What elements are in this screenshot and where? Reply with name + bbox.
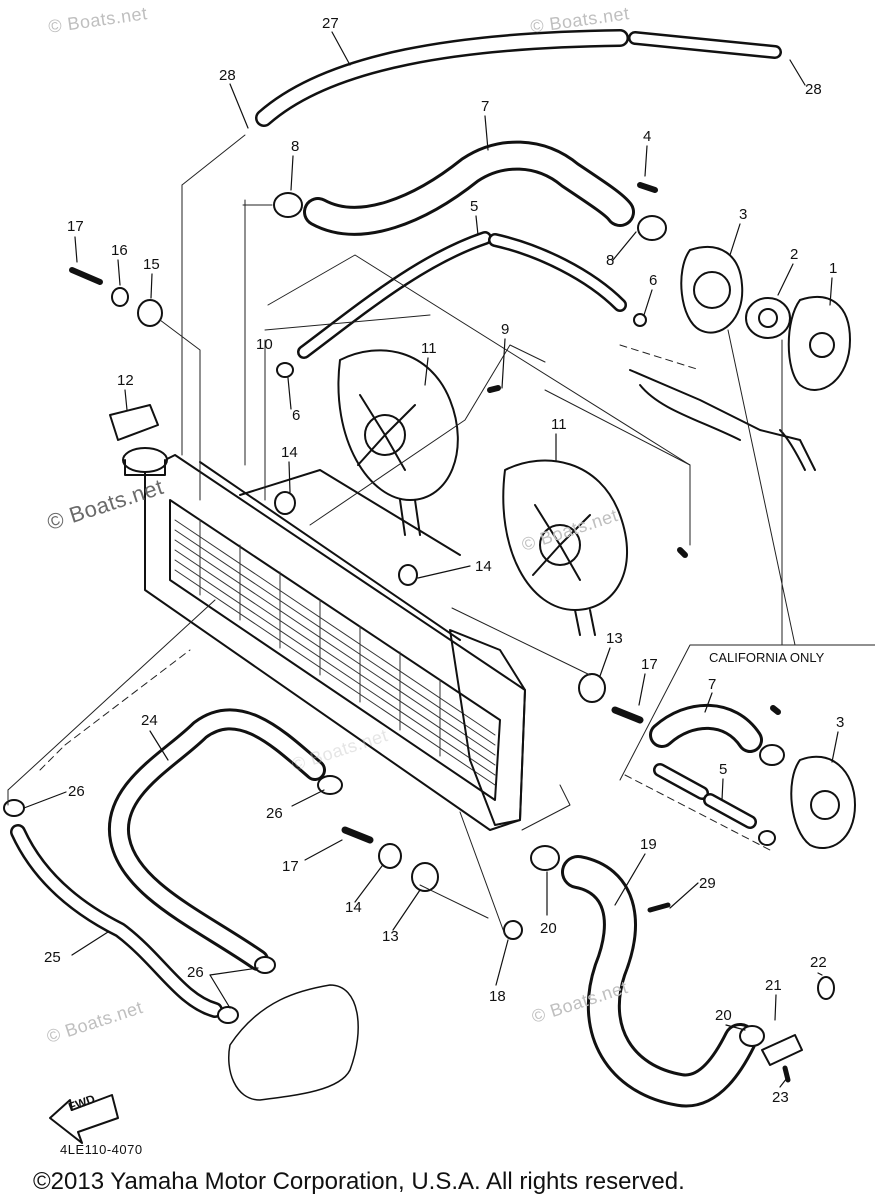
calif-thermostat-cover-3 — [790, 755, 856, 850]
callout-7: 7 — [708, 676, 716, 693]
callout-6: 6 — [292, 407, 300, 424]
callout-18: 18 — [489, 988, 506, 1005]
fan-upper — [337, 349, 459, 536]
callout-7: 7 — [481, 98, 489, 115]
callout-6: 6 — [649, 272, 657, 289]
callout-8: 8 — [291, 138, 299, 155]
hose-7 — [303, 140, 635, 236]
thermostat-cover-3 — [680, 245, 744, 334]
calif-hose-5 — [653, 763, 757, 829]
clamps — [3, 192, 785, 1047]
thermostat-2 — [745, 297, 791, 339]
hose-5 — [297, 231, 627, 359]
california-only-label: CALIFORNIA ONLY — [709, 650, 825, 665]
callout-26: 26 — [68, 783, 85, 800]
callout-3: 3 — [739, 206, 747, 223]
callout-20: 20 — [715, 1007, 732, 1024]
callout-10: 10 — [256, 336, 273, 353]
callout-26: 26 — [266, 805, 283, 822]
callout-14: 14 — [345, 899, 362, 916]
leader-lines — [7, 134, 875, 936]
diagram-part-code: 4LE110-4070 — [60, 1142, 143, 1157]
copyright-notice: ©2013 Yamaha Motor Corporation, U.S.A. A… — [33, 1168, 685, 1195]
callout-17: 17 — [282, 858, 299, 875]
callout-5: 5 — [470, 198, 478, 215]
callout-pointers — [23, 31, 839, 1088]
callout-19: 19 — [640, 836, 657, 853]
callout-17: 17 — [641, 656, 658, 673]
callout-3: 3 — [836, 714, 844, 731]
callout-29: 29 — [699, 875, 716, 892]
calif-hose-7 — [649, 703, 763, 753]
bolts-and-grommets — [69, 182, 835, 1083]
hose-27 — [255, 29, 782, 127]
callout-21: 21 — [765, 977, 782, 994]
callout-5: 5 — [719, 761, 727, 778]
callout-14: 14 — [475, 558, 492, 575]
fan-lower — [502, 459, 629, 636]
callout-14: 14 — [281, 444, 298, 461]
callout-11: 11 — [421, 340, 437, 357]
callout-25: 25 — [44, 949, 61, 966]
hose-24 — [107, 708, 326, 971]
radiator-core — [122, 447, 526, 831]
callout-11: 11 — [551, 416, 567, 433]
callout-26: 26 — [187, 964, 204, 981]
callout-8: 8 — [606, 252, 614, 269]
fwd-arrow-icon — [49, 1094, 119, 1144]
callout-27: 27 — [322, 15, 339, 32]
callout-24: 24 — [141, 712, 158, 729]
callout-28: 28 — [805, 81, 822, 98]
callout-17: 17 — [67, 218, 84, 235]
callout-20: 20 — [540, 920, 557, 937]
callout-23: 23 — [772, 1089, 789, 1106]
callout-2: 2 — [790, 246, 798, 263]
callout-9: 9 — [501, 321, 509, 338]
thermostat-housing-1 — [787, 295, 851, 391]
callout-1: 1 — [829, 260, 837, 277]
callout-4: 4 — [643, 128, 651, 145]
hose-19 — [561, 855, 757, 1108]
callout-15: 15 — [143, 256, 160, 273]
hose-25 — [10, 824, 223, 1018]
callout-28: 28 — [219, 67, 236, 84]
callout-22: 22 — [810, 954, 827, 971]
callout-12: 12 — [117, 372, 134, 389]
callout-16: 16 — [111, 242, 128, 259]
callout-13: 13 — [382, 928, 399, 945]
callout-13: 13 — [606, 630, 623, 647]
